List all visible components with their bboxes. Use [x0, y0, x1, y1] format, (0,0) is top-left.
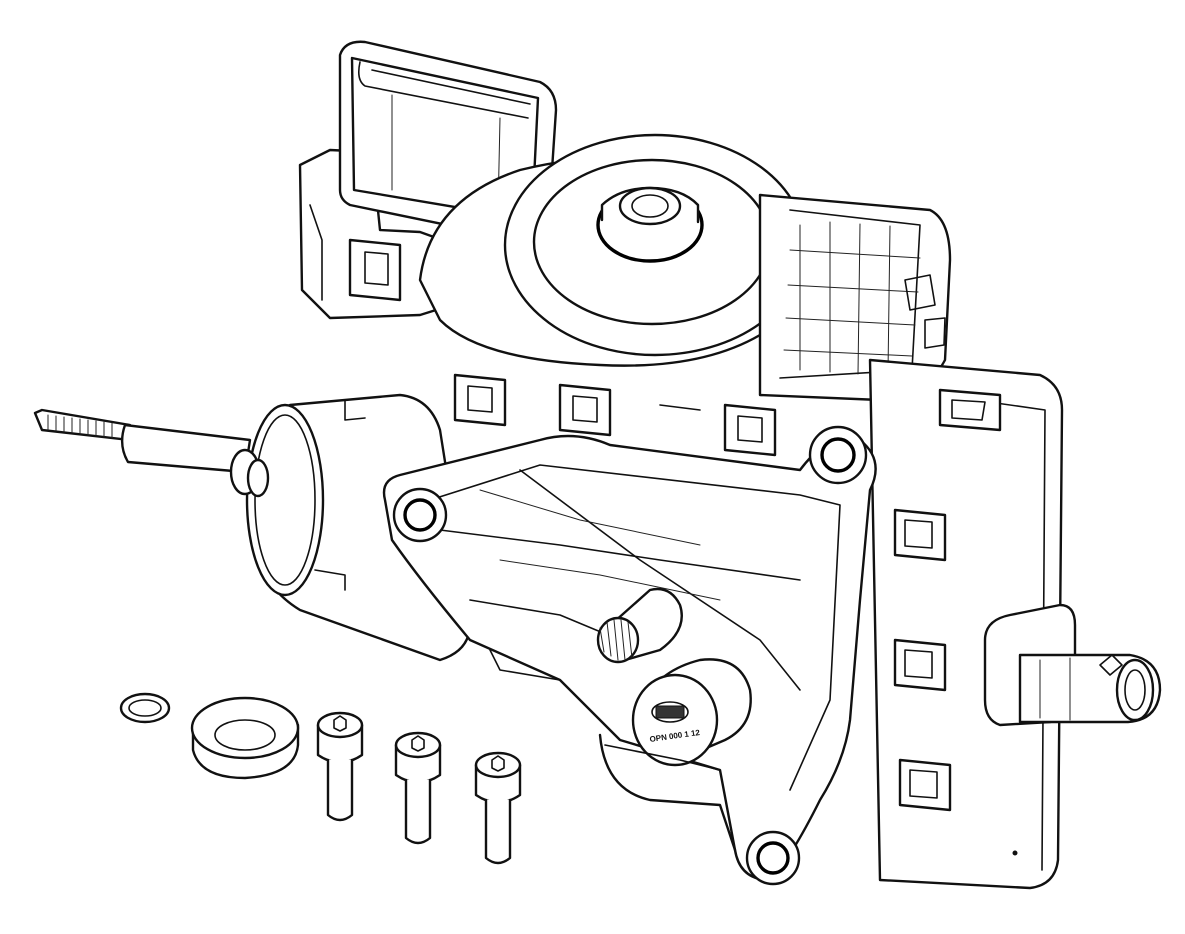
- seal-ring: [190, 696, 300, 780]
- actuator-cylinder: [245, 393, 472, 662]
- motor-dome-cover: [418, 133, 807, 367]
- stamped-plug: OPN 000 1 12: [631, 658, 752, 767]
- knurled-bleed-plug: [596, 587, 683, 664]
- o-ring: [119, 692, 171, 724]
- push-rod: [33, 408, 270, 498]
- side-connector-plug: [983, 603, 1162, 727]
- cap-screw-2: [394, 731, 442, 845]
- cap-screw-3: [474, 751, 522, 865]
- ribbed-gear-housing: [758, 193, 952, 402]
- lower-valve-body: [489, 649, 737, 852]
- cap-screw-1: [316, 711, 364, 822]
